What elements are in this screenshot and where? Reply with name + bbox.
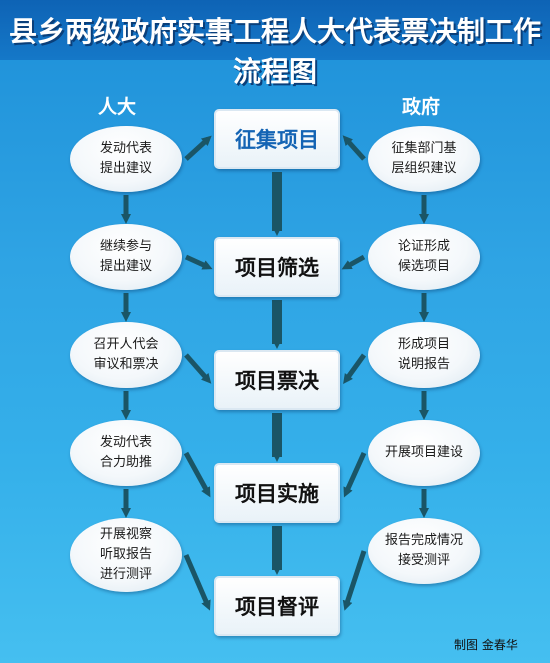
right-to-step-arrow	[343, 353, 367, 385]
right-to-step-arrow	[342, 135, 366, 161]
step-box-4: 项目实施	[214, 463, 340, 523]
title-bar	[0, 0, 550, 60]
step-box-1: 征集项目	[214, 109, 340, 169]
left-item-1: 发动代表 提出建议	[70, 126, 182, 192]
right-item-1: 征集部门基 层组织建议	[368, 126, 480, 192]
left-to-step-arrow	[183, 451, 211, 498]
left-to-step-arrow	[184, 254, 213, 270]
left-item-3: 召开人代会 审议和票决	[70, 322, 182, 388]
left-item-4: 发动代表 合力助推	[70, 420, 182, 486]
right-item-2: 论证形成 候选项目	[368, 224, 480, 290]
step-box-2: 项目筛选	[214, 237, 340, 297]
page-title: 县乡两级政府实事工程人大代表票决制工作流程图	[8, 15, 541, 88]
right-item-4: 开展项目建设	[368, 420, 480, 486]
right-item-3: 形成项目 说明报告	[368, 322, 480, 388]
step-box-3: 项目票决	[214, 350, 340, 410]
left-item-5: 开展视察 听取报告 进行测评	[70, 518, 182, 592]
left-to-step-arrow	[183, 554, 211, 611]
step-box-5: 项目督评	[214, 576, 340, 636]
right-to-step-arrow	[343, 451, 367, 498]
left-column-header: 人大	[98, 96, 137, 118]
left-item-2: 继续参与 提出建议	[70, 224, 182, 290]
right-to-step-arrow	[341, 254, 366, 270]
credit-text: 制图 金春华	[454, 638, 518, 652]
left-to-step-arrow	[184, 353, 212, 384]
right-item-5: 报告完成情况 接受测评	[368, 518, 480, 584]
left-to-step-arrow	[184, 135, 212, 161]
right-column-header: 政府	[402, 96, 441, 118]
right-to-step-arrow	[342, 550, 367, 611]
